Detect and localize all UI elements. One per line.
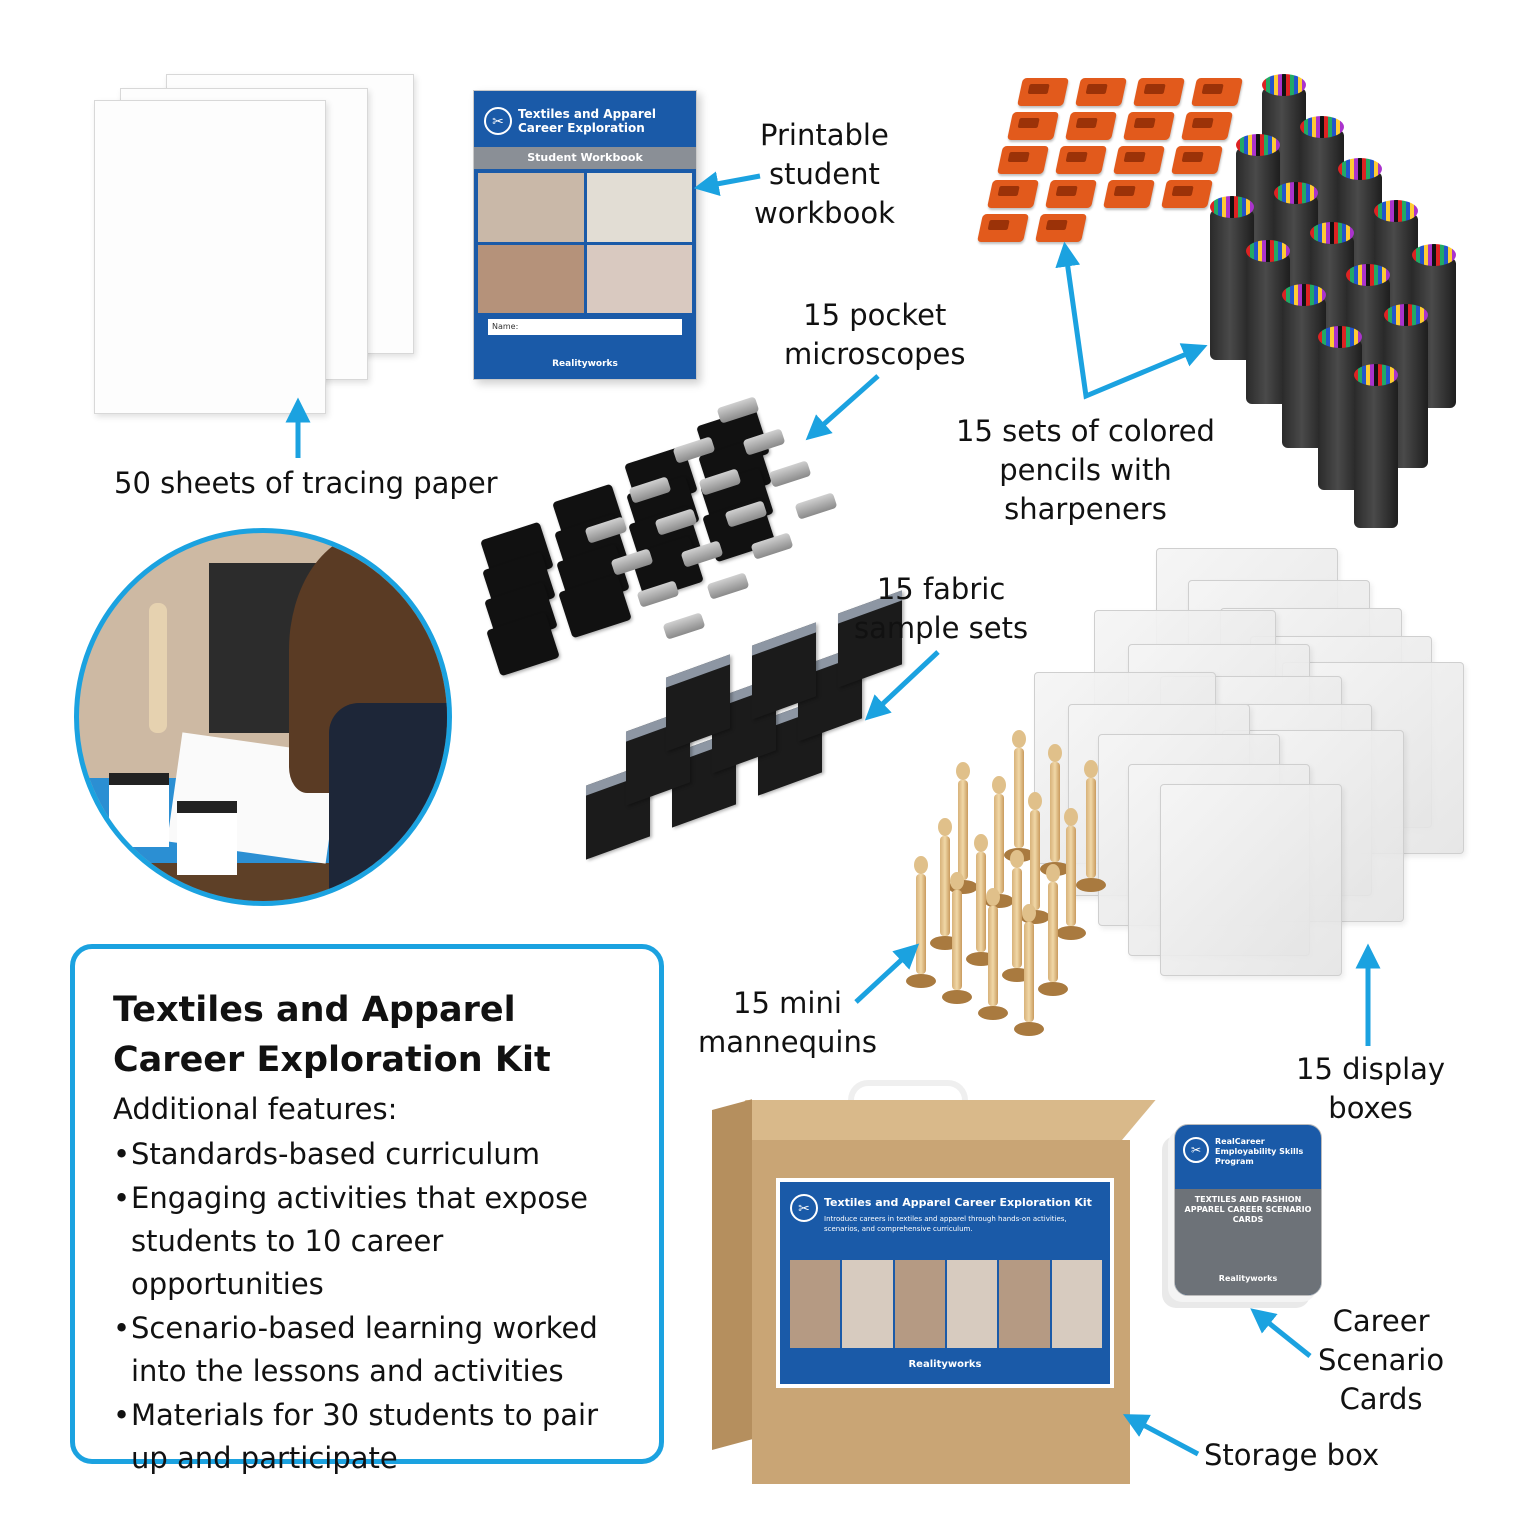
callout-display-boxes: 15 display boxes: [1296, 1050, 1445, 1128]
pencil-sharpener: [977, 214, 1029, 242]
callout-line: pencils with: [999, 453, 1172, 487]
workbook-photo-grid: [478, 173, 692, 313]
callout-line: microscopes: [784, 337, 966, 371]
label-description: Introduce careers in textiles and appare…: [824, 1215, 1067, 1233]
brand-emblem-icon: ✂: [484, 107, 512, 135]
kit-info-card: Textiles and Apparel Career Exploration …: [70, 944, 664, 1475]
brand-emblem-icon: ✂: [1183, 1137, 1209, 1163]
kit-title: Textiles and Apparel Career Exploration …: [113, 990, 551, 1080]
pencil-sharpener: [1065, 112, 1117, 140]
mini-mannequin: [1014, 904, 1044, 1044]
arrow-microscopes: [805, 374, 880, 441]
workbook-brand-logo: Realityworks: [552, 359, 618, 369]
scenario-cards: ✂ RealCareer Employability Skills Progra…: [1174, 1124, 1322, 1296]
photo-fabric-card: [177, 801, 237, 875]
arrow-storage-box: [1122, 1414, 1200, 1457]
feature-item: Engaging activities that expose students…: [113, 1177, 643, 1306]
display-box: [1160, 784, 1342, 976]
storage-box-label: ✂ Textiles and Apparel Career Exploratio…: [776, 1178, 1114, 1388]
callout-tracing-paper: 50 sheets of tracing paper: [114, 466, 498, 500]
workbook-title: Textiles and Apparel Career Exploration: [518, 107, 657, 135]
photo-fabric-card: [109, 773, 169, 847]
storage-box-top: [712, 1100, 1156, 1140]
pencil-sharpener: [1103, 180, 1155, 208]
callout-line: 15 fabric: [876, 572, 1006, 606]
callout-line: 15 pocket: [803, 298, 947, 332]
arrow-workbook: [693, 171, 761, 197]
pocket-microscope: [662, 612, 706, 640]
cards-brand-logo: Realityworks: [1218, 1274, 1278, 1283]
label-title: Textiles and Apparel Career Exploration …: [824, 1196, 1092, 1209]
callout-pencils: 15 sets of colored pencils with sharpene…: [956, 412, 1215, 529]
callout-line: workbook: [754, 196, 895, 230]
pencil-sharpener: [1161, 180, 1213, 208]
pocket-microscope: [794, 492, 838, 520]
callout-line: 15 sets of colored: [956, 414, 1215, 448]
storage-box-side: [712, 1099, 752, 1450]
callout-mannequins: 15 mini mannequins: [698, 984, 877, 1062]
callout-line: 15 display: [1296, 1052, 1446, 1086]
callout-line: boxes: [1328, 1091, 1413, 1125]
student-workbook: ✂ Textiles and Apparel Career Exploratio…: [473, 90, 697, 380]
callout-workbook: Printable student workbook: [754, 116, 895, 233]
brand-emblem-icon: ✂: [790, 1194, 818, 1222]
feature-item: Standards-based curriculum: [113, 1133, 643, 1176]
callout-microscopes: 15 pocket microscopes: [784, 296, 965, 374]
feature-item: Scenario-based learning worked into the …: [113, 1307, 643, 1393]
cards-title: TEXTILES AND FASHION APPAREL CAREER SCEN…: [1184, 1195, 1312, 1224]
pencil-sharpener: [1055, 146, 1107, 174]
label-photo-strip: [790, 1260, 1102, 1348]
mini-mannequin: [978, 888, 1008, 1028]
callout-line: 15 mini: [733, 986, 842, 1020]
cards-lower-panel: [1175, 1189, 1321, 1295]
callout-line: mannequins: [698, 1025, 877, 1059]
pencil-sharpener: [987, 180, 1039, 208]
arrow-scenario-cards: [1250, 1308, 1312, 1358]
pencil-sharpener: [1191, 78, 1243, 106]
pencil-sharpener: [1075, 78, 1127, 106]
arrow-pencils: [1055, 241, 1208, 400]
tracing-sheet: [94, 100, 326, 414]
feature-item: Materials for 30 students to pair up and…: [113, 1394, 643, 1480]
student-photo: [74, 528, 452, 906]
pencil-sharpener: [1133, 78, 1185, 106]
callout-fabric: 15 fabric sample sets: [854, 570, 1028, 648]
mini-mannequin: [1056, 808, 1086, 948]
pencil-sharpener: [1181, 112, 1233, 140]
colored-pencil-tube: [1354, 364, 1398, 528]
photo-student-shirt: [329, 703, 447, 901]
callout-scenario-cards: Career Scenario Cards: [1318, 1302, 1444, 1419]
callout-line: Scenario: [1318, 1343, 1445, 1377]
label-brand-logo: Realityworks: [908, 1359, 982, 1370]
pencil-sharpener: [1113, 146, 1165, 174]
callout-line: sharpeners: [1004, 492, 1167, 526]
mini-mannequin: [942, 872, 972, 1012]
workbook-name-field: Name:: [488, 319, 682, 335]
pencil-sharpener: [1017, 78, 1069, 106]
feature-list: Standards-based curriculum Engaging acti…: [113, 1133, 643, 1481]
pencil-sharpener: [1171, 146, 1223, 174]
callout-line: Career: [1332, 1304, 1430, 1338]
pencil-sharpener: [1123, 112, 1175, 140]
callout-storage-box: Storage box: [1204, 1438, 1380, 1472]
pocket-microscope: [768, 460, 812, 488]
pencil-sharpener: [997, 146, 1049, 174]
callout-line: Cards: [1339, 1382, 1423, 1416]
callout-line: Printable: [760, 118, 889, 152]
kit-subtitle: Additional features:: [113, 1092, 398, 1126]
callout-line: sample sets: [854, 611, 1029, 645]
mini-mannequin: [1076, 760, 1106, 900]
workbook-subtitle: Student Workbook: [474, 147, 696, 169]
colored-pencil-tube: [1210, 196, 1254, 360]
pencil-sharpener: [1035, 214, 1087, 242]
callout-line: student: [769, 157, 880, 191]
pencil-sharpener: [1045, 180, 1097, 208]
mini-mannequin: [1038, 864, 1068, 1004]
mini-mannequin: [906, 856, 936, 996]
pocket-microscope: [706, 572, 750, 600]
photo-mannequin: [149, 603, 167, 733]
pencil-sharpener: [1007, 112, 1059, 140]
cards-program: RealCareer Employability Skills Program: [1215, 1137, 1304, 1166]
